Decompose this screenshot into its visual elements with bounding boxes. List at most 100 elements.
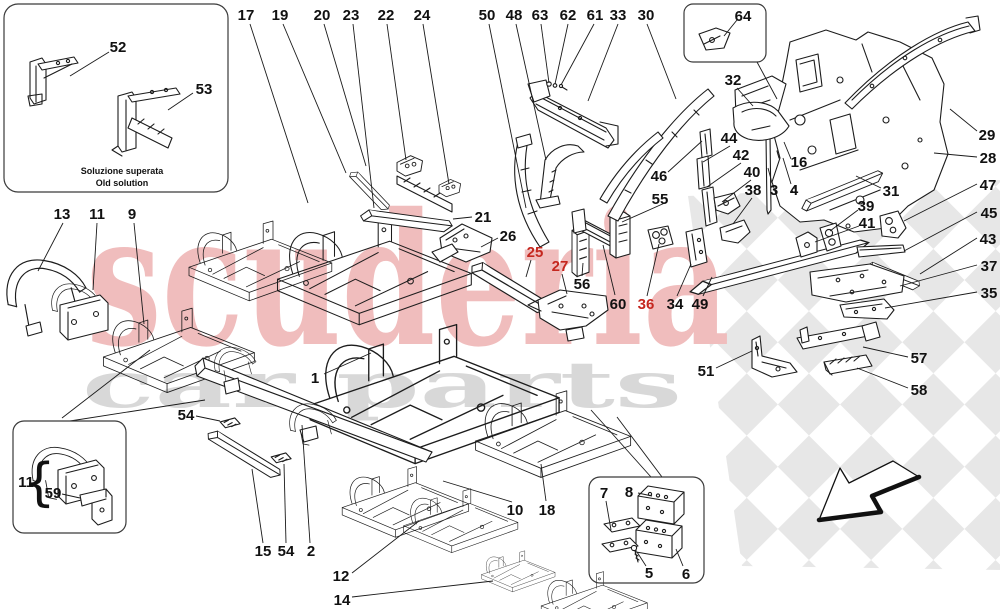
leader-18	[540, 463, 547, 502]
leader-25	[525, 259, 532, 278]
callout-leader-lines	[37, 19, 978, 598]
part-61-screw	[558, 83, 568, 91]
part-38-wedge	[719, 219, 751, 244]
part-15-rail	[205, 425, 284, 484]
part-6-sleeve-box	[635, 519, 683, 559]
part-label-58: 58	[911, 382, 928, 399]
part-45-bar	[856, 244, 906, 258]
leader-11	[92, 222, 98, 291]
part-label-17: 17	[238, 7, 255, 24]
part-label-18: 18	[539, 502, 556, 519]
leader-30	[646, 23, 677, 100]
part-label-16: 16	[791, 154, 808, 171]
leader-61	[560, 23, 595, 86]
part-label-23: 23	[343, 7, 360, 24]
brand-watermark-sub: car parts	[82, 348, 682, 423]
part-label-30: 30	[638, 7, 655, 24]
leader-5	[636, 551, 647, 567]
part-35-panel	[839, 298, 895, 320]
leader-24	[422, 23, 450, 185]
part-26-bracket-plate	[431, 223, 493, 263]
leader-40	[721, 179, 752, 203]
part-label-15: 15	[255, 543, 272, 560]
part-label-60: 60	[610, 296, 627, 313]
part-label-45: 45	[981, 205, 998, 222]
leader-60	[602, 244, 616, 296]
part-37-panel	[809, 263, 905, 303]
part-label-63: 63	[532, 7, 549, 24]
checkered-flag-watermark	[688, 180, 1000, 570]
part-label-39: 39	[858, 198, 875, 215]
part-label-28: 28	[980, 150, 997, 167]
part-41-bracket	[795, 231, 818, 258]
leader-23	[352, 23, 375, 209]
part-label-48: 48	[506, 7, 523, 24]
part-label-11: 11	[89, 206, 105, 223]
part-29-windshield-beam	[844, 15, 981, 110]
front-direction-arrow	[816, 460, 922, 523]
leader-51	[715, 350, 753, 369]
part-59-u-bracket	[79, 488, 113, 526]
part-39-bracket	[819, 222, 842, 252]
part-64-box	[683, 3, 767, 63]
part-label-36: 36	[638, 296, 655, 313]
part-label-55: 55	[652, 191, 669, 208]
part-label-50: 50	[479, 7, 496, 24]
part-label-40: 40	[744, 164, 761, 181]
part-label-46: 46	[651, 168, 668, 185]
part-label-57: 57	[911, 350, 928, 367]
leader-13	[37, 222, 64, 272]
part-label-32: 32	[725, 72, 742, 89]
part-32-cowl-duct	[732, 101, 790, 141]
leader-16	[783, 141, 792, 160]
part-13-hoop-bracket	[6, 259, 87, 337]
leader-17	[249, 23, 309, 204]
leader-28	[933, 152, 978, 158]
part-label-59: 59	[45, 485, 62, 502]
part-34-panel	[685, 227, 708, 268]
part-label-8: 8	[625, 484, 633, 501]
part-label-9: 9	[128, 206, 136, 223]
leader-34	[676, 263, 692, 297]
leader-43	[919, 237, 978, 275]
leader-33	[587, 23, 619, 102]
part-label-56: 56	[574, 276, 591, 293]
leader-56	[581, 262, 584, 277]
part-51-bracket	[751, 335, 798, 378]
leader-52	[69, 51, 110, 77]
part-label-11: 11	[18, 474, 34, 491]
part-label-6: 6	[682, 566, 690, 583]
part-label-35: 35	[981, 285, 998, 302]
leader-39	[829, 209, 859, 232]
part-24-sill-bracket	[396, 175, 461, 213]
part-11-59-box	[12, 420, 127, 534]
leader-22	[386, 23, 407, 161]
leader-3	[767, 167, 773, 184]
fastener-kit-box	[588, 476, 705, 584]
leader-48	[515, 23, 547, 161]
leader-6	[675, 548, 684, 567]
leader-7	[605, 500, 612, 531]
leader-45	[903, 211, 978, 252]
part-label-51: 51	[698, 363, 715, 380]
part-47-bracket	[879, 210, 907, 239]
leader-53	[167, 92, 194, 111]
part-label-62: 62	[560, 7, 577, 24]
leader-4	[782, 157, 792, 185]
part-label-49: 49	[692, 296, 709, 313]
part-label-7: 7	[600, 485, 608, 502]
leader-42	[706, 162, 742, 188]
part-label-24: 24	[414, 7, 431, 24]
part-label-54: 54	[178, 407, 195, 424]
part-5-screw	[630, 544, 640, 563]
leader-57	[862, 346, 909, 358]
part-label-20: 20	[314, 7, 331, 24]
part-40-bracket	[713, 192, 741, 215]
leader-20	[323, 23, 367, 167]
part-label-26: 26	[500, 228, 517, 245]
part-label-61: 61	[587, 7, 604, 24]
leader-14	[351, 580, 494, 598]
part-label-44: 44	[721, 130, 738, 147]
